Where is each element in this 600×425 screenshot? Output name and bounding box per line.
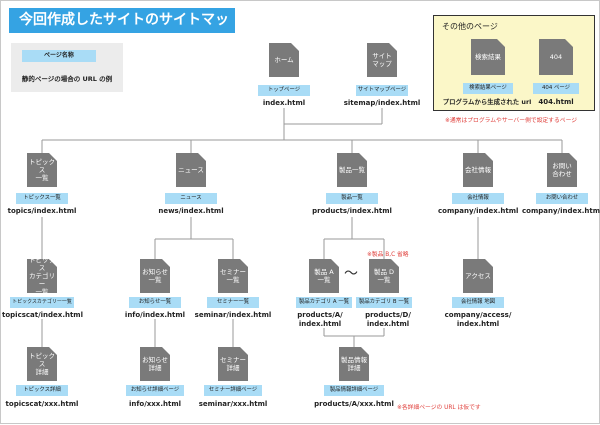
sitemap-url: sitemap/index.html — [343, 99, 421, 107]
program-generated-note: ※通常はプログラムやサーバー側で設定するページ — [445, 118, 578, 124]
contact-url: company/index.html — [522, 207, 600, 215]
company-tag: 会社情報 — [452, 193, 504, 204]
proddetail-url: products/A/xxx.html — [314, 400, 394, 408]
notfound-url: 404.html — [538, 98, 574, 106]
legend-box: ページ名称 静的ページの場合の URL の例 — [11, 43, 123, 92]
search-results-url: プログラムから生成された url — [442, 98, 532, 106]
page-icon-contact[interactable]: お問い 合わせ — [547, 153, 577, 187]
infodetail-url: info/xxx.html — [128, 400, 182, 408]
topics-tag: トピックス一覧 — [16, 193, 68, 204]
topics-url: topics/index.html — [7, 207, 77, 215]
company-url: company/index.html — [438, 207, 519, 215]
access-label: アクセス — [465, 272, 491, 280]
seminar-label: セミナー 一覧 — [220, 268, 246, 284]
infodetail-tag: お知らせ詳細ページ — [126, 385, 184, 396]
topicscat-url: topicscat/index.html — [2, 311, 83, 319]
page-icon-company[interactable]: 会社情報 — [463, 153, 493, 187]
page-icon-topics-category[interactable]: トピックス カテゴリー 一覧 — [27, 259, 57, 293]
page-icon-info-detail[interactable]: お知らせ 詳細 — [140, 347, 170, 381]
topicsdetail-tag: トピックス詳細 — [16, 385, 68, 396]
news-label: ニュース — [178, 166, 204, 174]
home-label: ホーム — [274, 56, 294, 64]
page-icon-sitemap[interactable]: サイト マップ — [367, 43, 397, 77]
products-label: 製品一覧 — [339, 166, 365, 174]
prodA-label: 製品 A 一覧 — [314, 268, 334, 284]
seminardetail-url: seminar/xxx.html — [198, 400, 268, 408]
page-icon-search-results[interactable]: 検索結果 — [471, 39, 505, 75]
page-icon-info[interactable]: お知らせ 一覧 — [140, 259, 170, 293]
page-icon-seminar-detail[interactable]: セミナー 詳細 — [218, 347, 248, 381]
prodA-tag: 製品カテゴリ A 一覧 — [296, 297, 352, 308]
home-tag: トップページ — [258, 85, 310, 96]
page-icon-news[interactable]: ニュース — [176, 153, 206, 187]
page-icon-product-detail[interactable]: 製品情報 詳細 — [339, 347, 369, 381]
info-url: info/index.html — [124, 311, 186, 319]
products-tag: 製品一覧 — [326, 193, 378, 204]
page-icon-product-a[interactable]: 製品 A 一覧 — [309, 259, 339, 293]
prodD-url: products/D/ index.html — [365, 311, 411, 328]
info-tag: お知らせ一覧 — [129, 297, 181, 308]
search-results-label: 検索結果 — [475, 53, 501, 61]
detail-url-note: ※各詳細ページの URL は仮です — [397, 405, 481, 411]
notfound-label: 404 — [549, 53, 563, 61]
page-icon-topics[interactable]: トピックス 一覧 — [27, 153, 57, 187]
topicsdetail-label: トピックス 詳細 — [29, 352, 55, 376]
prodD-label: 製品 D 一覧 — [373, 268, 395, 284]
prodD-tag: 製品カテゴリ B 一覧 — [356, 297, 412, 308]
products-bc-omitted-note: ※製品 B,C 省略 — [367, 252, 409, 258]
company-label: 会社情報 — [465, 166, 491, 174]
topicscat-label: トピックス カテゴリー 一覧 — [29, 256, 55, 296]
contact-tag: お問い合わせ — [536, 193, 588, 204]
other-pages-title: その他のページ — [442, 22, 498, 31]
sitemap-label: サイト マップ — [372, 52, 392, 68]
access-tag: 会社情報 地図 — [452, 297, 504, 308]
topicsdetail-url: topicscat/xxx.html — [5, 400, 79, 408]
products-url: products/index.html — [312, 207, 392, 215]
info-label: お知らせ 一覧 — [142, 268, 168, 284]
page-icon-products[interactable]: 製品一覧 — [337, 153, 367, 187]
seminardetail-label: セミナー 詳細 — [220, 356, 246, 372]
proddetail-label: 製品情報 詳細 — [341, 356, 367, 372]
search-results-tag: 検索結果ページ — [463, 83, 513, 94]
topics-label: トピックス 一覧 — [29, 158, 55, 182]
seminar-tag: セミナー一覧 — [207, 297, 259, 308]
legend-page-name-tag: ページ名称 — [22, 50, 96, 62]
contact-label: お問い 合わせ — [552, 162, 572, 178]
page-icon-seminar[interactable]: セミナー 一覧 — [218, 259, 248, 293]
page-icon-topics-detail[interactable]: トピックス 詳細 — [27, 347, 57, 381]
news-tag: ニュース — [165, 193, 217, 204]
proddetail-tag: 製品情報詳細ページ — [324, 385, 384, 396]
topicscat-tag: トピックスカテゴリー一覧 — [10, 297, 74, 308]
seminardetail-tag: セミナー詳細ページ — [204, 385, 262, 396]
page-icon-product-d[interactable]: 製品 D 一覧 — [369, 259, 399, 293]
range-tilde: 〜 — [344, 266, 358, 282]
notfound-tag: 404 ページ — [533, 83, 579, 94]
sitemap-tag: サイトマップページ — [356, 85, 408, 96]
infodetail-label: お知らせ 詳細 — [142, 356, 168, 372]
legend-url-note: 静的ページの場合の URL の例 — [21, 75, 113, 83]
page-title: 今回作成したサイトのサイトマップ — [9, 8, 235, 53]
page-icon-access[interactable]: アクセス — [463, 259, 493, 293]
news-url: news/index.html — [158, 207, 224, 215]
seminar-url: seminar/index.html — [194, 311, 272, 319]
prodA-url: products/A/ index.html — [297, 311, 343, 328]
access-url: company/access/ index.html — [444, 311, 512, 328]
home-url: index.html — [262, 99, 306, 107]
page-icon-home[interactable]: ホーム — [269, 43, 299, 77]
page-icon-404[interactable]: 404 — [539, 39, 573, 75]
